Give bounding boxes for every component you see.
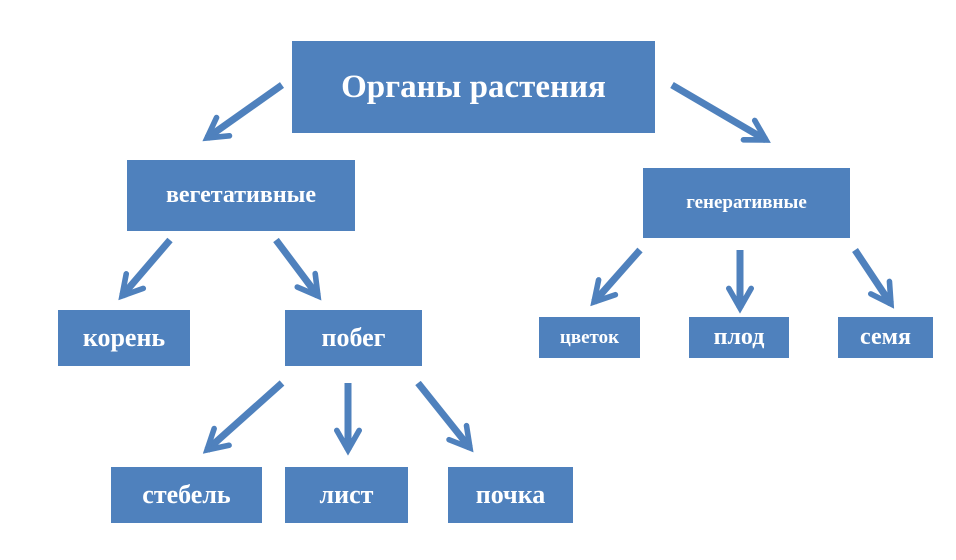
root-node: Органы растения xyxy=(292,41,655,133)
shoot-node: побег xyxy=(285,310,422,366)
arrow-vegetative-to-root-organ xyxy=(118,237,173,301)
generative-node: генеративные xyxy=(643,168,850,238)
vegetative-node: вегетативные xyxy=(127,160,355,231)
fruit-node: плод xyxy=(689,317,789,358)
arrow-vegetative-to-shoot xyxy=(273,237,322,301)
arrow-shoot-to-bud xyxy=(415,380,474,453)
bud-node: почка xyxy=(448,467,573,523)
arrow-root-to-vegetative xyxy=(202,82,285,142)
seed-node: семя xyxy=(838,317,933,358)
arrow-generative-to-flower xyxy=(590,247,643,307)
arrow-root-to-generative xyxy=(670,81,771,144)
stem-node: стебель xyxy=(111,467,262,523)
root-organ-node: корень xyxy=(58,310,190,366)
arrow-generative-to-seed xyxy=(852,248,895,309)
flower-node: цветок xyxy=(539,317,640,358)
leaf-node: лист xyxy=(285,467,408,523)
arrow-shoot-to-stem xyxy=(202,380,285,454)
